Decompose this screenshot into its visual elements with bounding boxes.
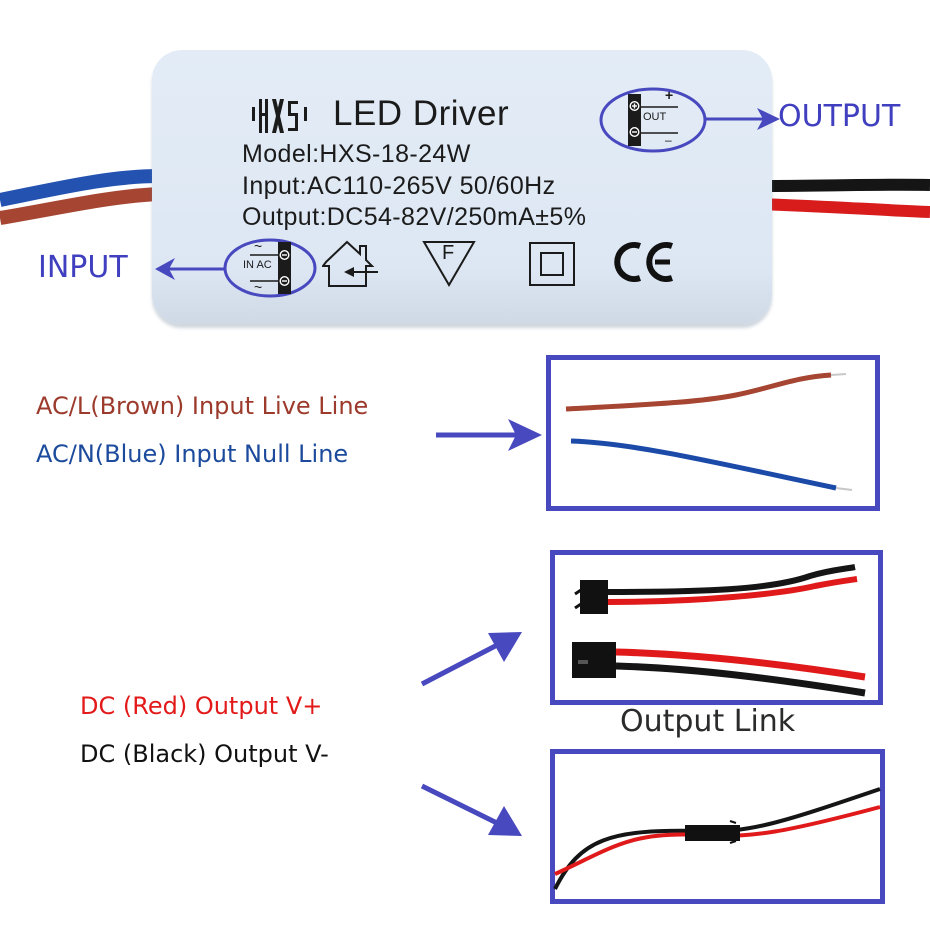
output-spec: Output:DC54-82V/250mA±5% (242, 203, 587, 231)
indoor-use-icon (322, 240, 378, 287)
out-terminal-label: OUT (643, 111, 667, 123)
in-tilde-top: ~ (254, 238, 263, 254)
input-arrow-icon (155, 258, 225, 280)
input-callout-label: INPUT (38, 250, 128, 285)
output-link-photo (553, 787, 881, 890)
hxs-logo-icon (252, 99, 307, 133)
brown-wire (565, 372, 832, 412)
out-minus: – (665, 133, 672, 147)
input-wire-blue (0, 169, 161, 207)
null-line-label: AC/N(Blue) Input Null Line (36, 440, 349, 468)
output-wire-red (759, 198, 930, 218)
connector-photo-frame (550, 550, 883, 705)
in-tilde-bottom: ~ (254, 279, 263, 295)
input-wire-brown (0, 187, 161, 225)
negative-output-label: DC (Black) Output V- (80, 740, 329, 768)
input-terminal-icon (223, 238, 317, 298)
ce-mark-icon (614, 242, 674, 282)
f-mark-triangle-icon (422, 241, 476, 287)
output-arrow-icon (705, 108, 780, 130)
connector-male-icon (580, 580, 608, 614)
input-wires-arrow-icon (436, 419, 542, 451)
connector-joint-icon (685, 825, 740, 841)
output-terminal-icon (599, 87, 707, 153)
live-line-label: AC/L(Brown) Input Live Line (36, 392, 369, 420)
output-wire-black (759, 178, 930, 192)
driver-title: LED Driver (333, 94, 510, 133)
double-insulation-icon (529, 242, 575, 286)
arrow-down-right-icon (420, 783, 522, 836)
arrow-up-right-icon (420, 632, 522, 687)
in-terminal-label: IN AC (243, 259, 272, 271)
input-wires-photo (565, 372, 853, 491)
model-spec: Model:HXS-18-24W (242, 140, 471, 168)
blue-wire (570, 438, 837, 491)
positive-output-label: DC (Red) Output V+ (80, 692, 323, 720)
out-plus: + (665, 87, 674, 103)
connector-photo (572, 564, 866, 697)
input-spec: Input:AC110-265V 50/60Hz (242, 172, 556, 200)
f-mark-letter: F (442, 242, 455, 264)
output-link-caption: Output Link (620, 704, 796, 739)
output-callout-label: OUTPUT (778, 99, 901, 134)
